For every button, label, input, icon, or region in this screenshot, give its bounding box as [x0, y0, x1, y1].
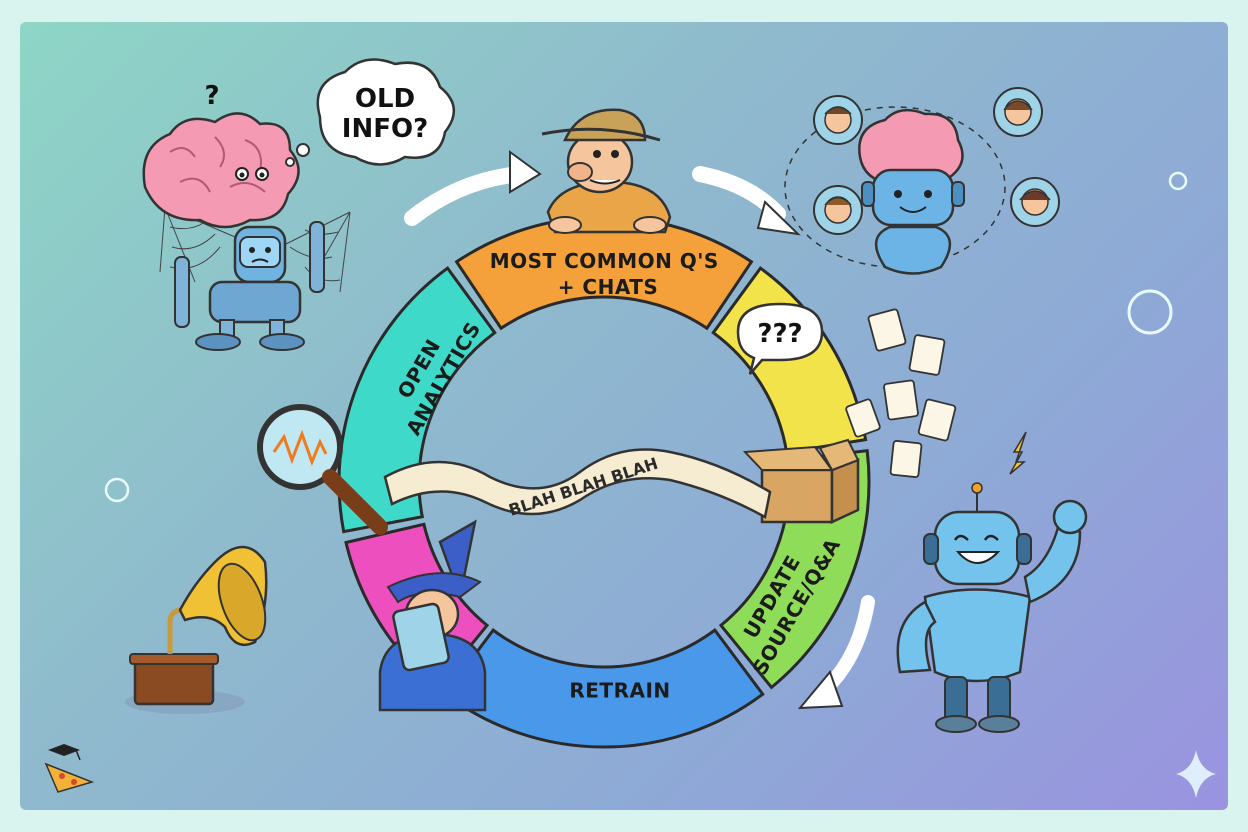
smart-robot-group [784, 87, 1060, 275]
thought-bubble: OLD INFO? [285, 58, 455, 167]
wizard-icon [378, 519, 487, 712]
sparkle-icon [1176, 750, 1216, 798]
cardboard-box-icon [742, 438, 860, 524]
svg-text:INFO?: INFO? [342, 114, 428, 144]
user-avatar-icon [1010, 177, 1060, 227]
gramophone-icon [125, 545, 268, 714]
svg-text:???: ??? [757, 319, 802, 349]
svg-text:OLD: OLD [355, 84, 415, 114]
flow-arrow [404, 166, 528, 226]
smart-robot-icon [858, 108, 965, 275]
flow-arrow-head [756, 200, 801, 236]
segment-label-retrain: RETRAIN [569, 679, 670, 703]
user-avatar-icon [813, 185, 863, 235]
diagram-canvas: MOST COMMON Q'S + CHATS OPEN ANALYTICS U… [20, 22, 1228, 810]
pizza-logo-icon [44, 744, 95, 793]
question-speech-bubble: ??? [736, 302, 824, 375]
segment-label-most-common: MOST COMMON Q'S + CHATS [490, 249, 727, 299]
decor-circle [1168, 171, 1188, 191]
decor-circle [104, 477, 130, 503]
lightning-icon [1009, 431, 1027, 475]
cycle-segment-most-common [454, 215, 754, 331]
flow-arrow-head [797, 670, 844, 710]
svg-text:BLAH BLAH BLAH: BLAH BLAH BLAH [506, 454, 660, 520]
blah-scroll: BLAH BLAH BLAH [383, 448, 772, 520]
magnifier-icon [257, 404, 388, 535]
detective-icon [541, 108, 672, 234]
flying-documents-icon [845, 308, 957, 478]
user-avatar-icon [813, 95, 863, 145]
head-question-mark: ? [204, 81, 219, 111]
decor-circle [1127, 289, 1173, 335]
confused-robot-icon: ? [142, 81, 351, 351]
cycle-diagram: MOST COMMON Q'S + CHATS OPEN ANALYTICS U… [44, 58, 1216, 798]
strong-robot-icon [896, 431, 1088, 733]
user-avatar-icon [993, 87, 1043, 137]
flow-arrow-head [509, 150, 542, 194]
